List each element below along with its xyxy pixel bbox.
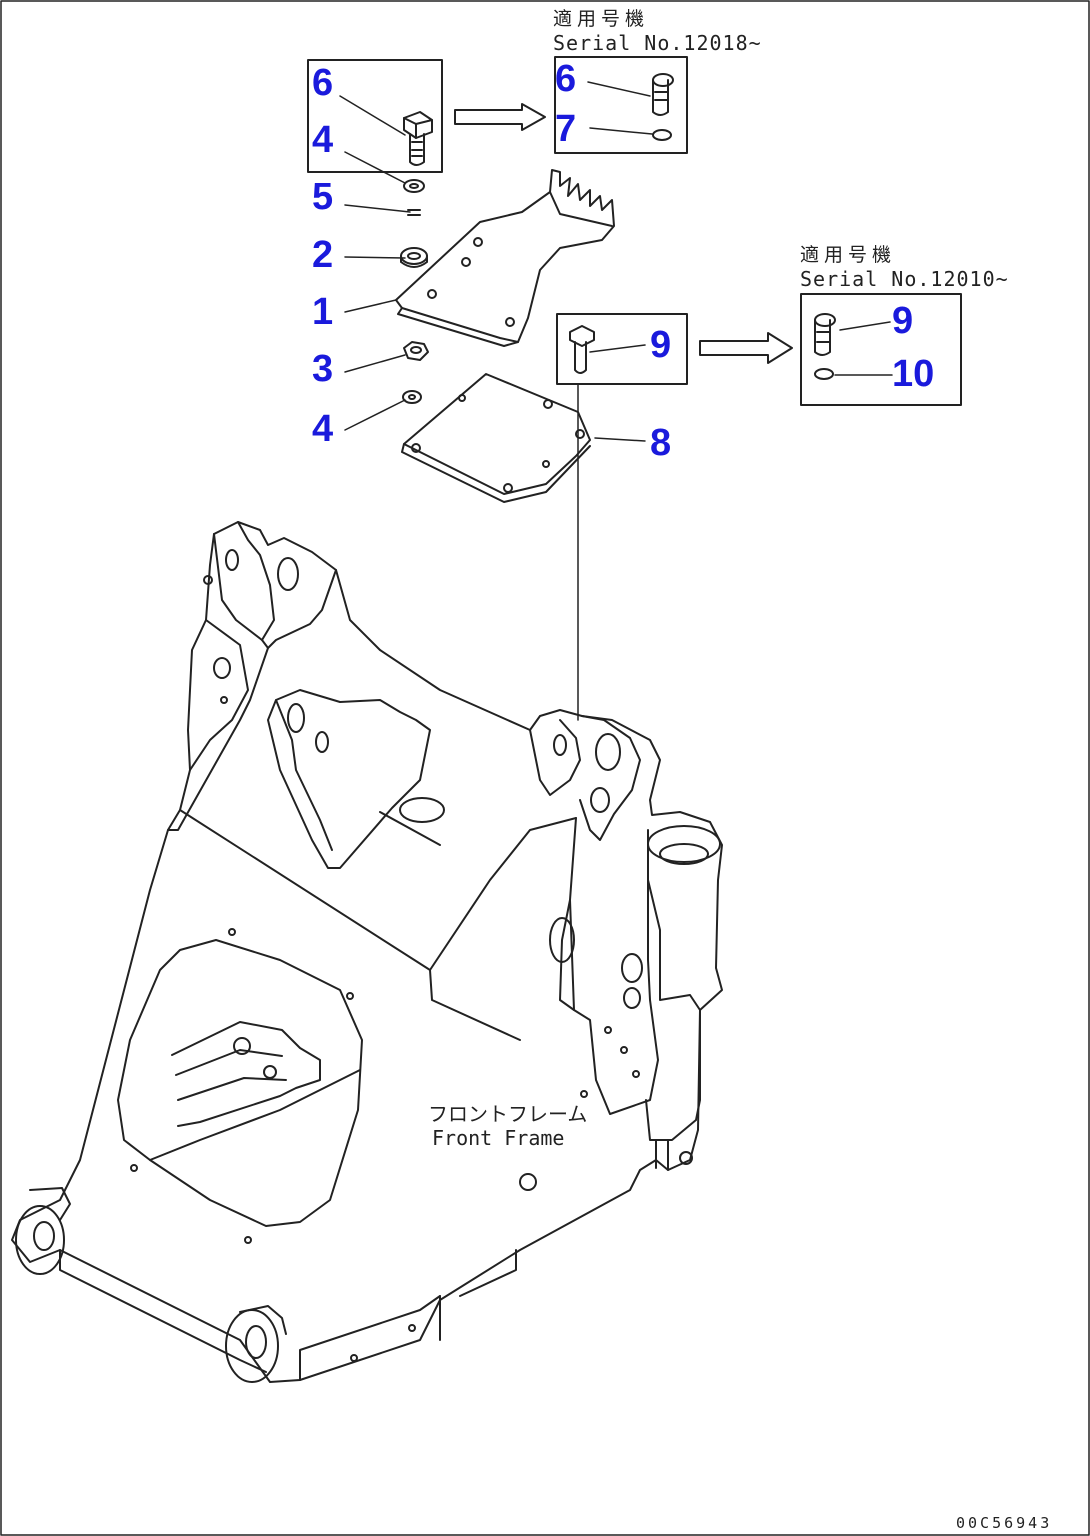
- drawing-code: 00C56943: [956, 1514, 1053, 1532]
- arrow-to-serial-12010: [699, 332, 793, 364]
- front-frame: [11, 521, 723, 1383]
- frame-label-jp: フロントフレーム: [428, 1102, 588, 1126]
- callout-9-right: 9: [892, 300, 914, 342]
- note-applicable-right: 適用号機: [800, 244, 897, 266]
- spacer-2: [400, 247, 428, 268]
- washer-4-upper: [403, 179, 425, 193]
- callout-8: 8: [650, 422, 672, 464]
- callout-3: 3: [312, 348, 334, 390]
- note-serial-right: Serial No.12010~: [800, 267, 1009, 291]
- lock-washer-5: [407, 209, 421, 216]
- arrow-to-serial-12018: [454, 103, 546, 131]
- callout-5: 5: [312, 176, 334, 218]
- callout-4-upper: 4: [312, 119, 334, 161]
- callout-6-left: 6: [312, 62, 334, 104]
- callout-4-lower: 4: [312, 408, 334, 450]
- note-applicable-top: 適用号機: [553, 8, 650, 30]
- callout-7: 7: [555, 108, 577, 150]
- nut-3: [403, 341, 429, 361]
- callout-2: 2: [312, 234, 334, 276]
- washer-4-lower: [402, 390, 422, 404]
- bracket-1: [395, 169, 615, 347]
- callout-9-left: 9: [650, 324, 672, 366]
- detail-box-serial-12010: [800, 293, 962, 406]
- detail-box-bolt-6: [307, 59, 443, 173]
- detail-box-serial-12018: [554, 56, 688, 154]
- detail-box-bolt-9: [556, 313, 688, 385]
- callout-1: 1: [312, 291, 334, 333]
- callout-10: 10: [892, 353, 935, 395]
- plate-8: [401, 373, 591, 721]
- note-serial-top: Serial No.12018~: [553, 31, 762, 55]
- frame-label-en: Front Frame: [432, 1126, 565, 1150]
- callout-leaders: [339, 95, 646, 442]
- callout-6-right: 6: [555, 58, 577, 100]
